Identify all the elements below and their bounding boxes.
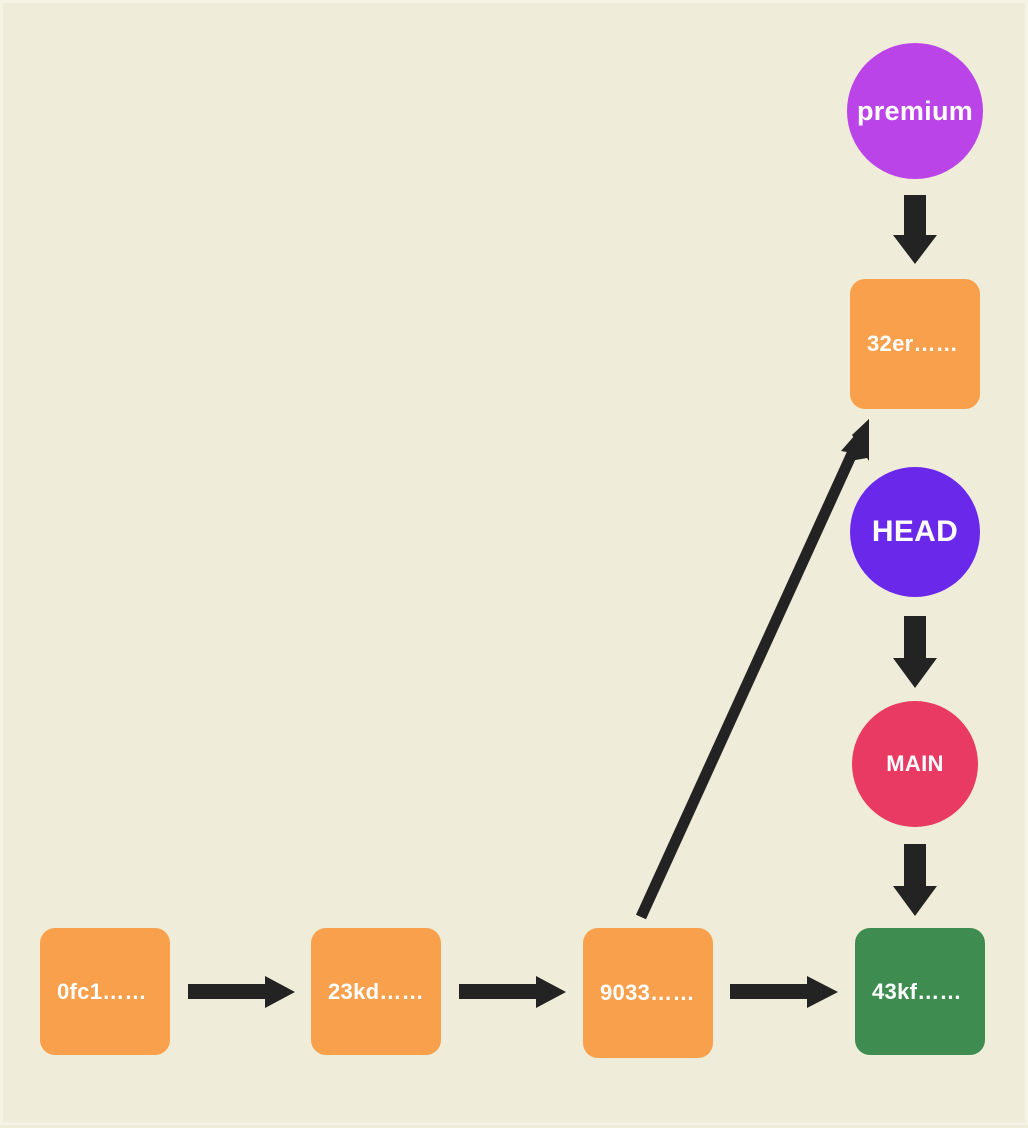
commit-node-0fc1[interactable]: 0fc1……	[40, 928, 170, 1055]
commit-node-23kd[interactable]: 23kd……	[311, 928, 441, 1055]
ref-label-premium: premium	[856, 95, 974, 126]
commit-label-9033: 9033……	[600, 980, 695, 1005]
arrow-head-to-main	[893, 616, 937, 688]
arrow-9033-to-32er	[635, 419, 869, 920]
ref-node-main[interactable]: MAIN	[852, 701, 978, 827]
arrow-main-to-43kf	[893, 844, 937, 916]
commit-label-23kd: 23kd……	[328, 978, 424, 1004]
ref-node-head[interactable]: HEAD	[850, 467, 980, 597]
ref-label-main: MAIN	[886, 751, 944, 776]
ref-node-premium[interactable]: premium	[847, 43, 983, 179]
commit-node-43kf[interactable]: 43kf……	[855, 928, 985, 1055]
arrow-premium-to-32er	[893, 195, 937, 264]
arrow-23kd-to-9033	[459, 976, 566, 1008]
commit-node-9033[interactable]: 9033……	[583, 928, 713, 1058]
commit-label-32er: 32er……	[867, 331, 959, 356]
arrow-9033-to-43kf	[730, 976, 838, 1008]
commit-node-32er[interactable]: 32er……	[850, 279, 980, 409]
commit-label-43kf: 43kf……	[872, 978, 962, 1004]
ref-label-head: HEAD	[871, 515, 959, 548]
arrow-0fc1-to-23kd	[188, 976, 295, 1008]
commit-label-0fc1: 0fc1……	[57, 978, 147, 1004]
